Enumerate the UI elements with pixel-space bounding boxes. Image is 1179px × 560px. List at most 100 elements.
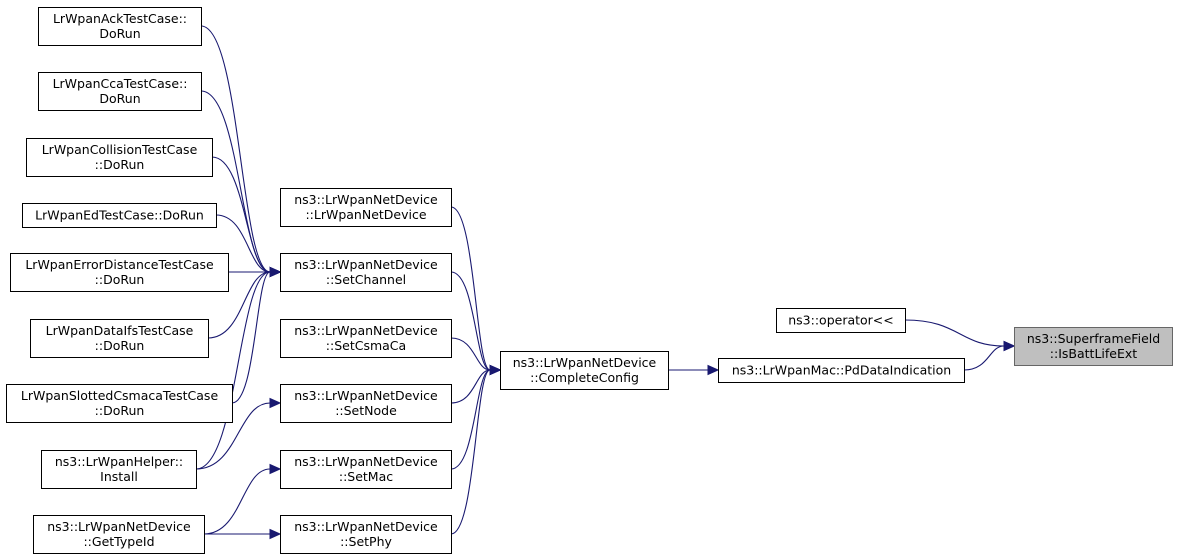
node-label-line: ::SetPhy — [340, 534, 392, 549]
node-label-line: ::SetCsmaCa — [326, 338, 406, 353]
node-setcsmaca[interactable]: ns3::LrWpanNetDevice::SetCsmaCa — [280, 319, 452, 358]
edge-cca-to-setchannel — [200, 90, 271, 273]
arrow-head-icon — [1003, 340, 1016, 352]
nodes-layer: LrWpanAckTestCase::DoRunLrWpanCcaTestCas… — [6, 7, 1173, 554]
arrow-head-icon — [269, 528, 282, 540]
node-label-line: ns3::LrWpanNetDevice — [294, 388, 438, 403]
edge-ack-to-setchannel — [200, 25, 271, 273]
node-label-line: ::SetMac — [339, 469, 393, 484]
node-box — [280, 188, 452, 227]
node-label-line: LrWpanCcaTestCase:: — [53, 76, 188, 91]
arrow-head-icon — [269, 266, 282, 278]
edge-dataifs-to-setchannel — [207, 271, 271, 339]
node-box — [10, 253, 229, 292]
node-setmac[interactable]: ns3::LrWpanNetDevice::SetMac — [280, 450, 452, 489]
node-setnode[interactable]: ns3::LrWpanNetDevice::SetNode — [280, 384, 452, 423]
edge-operator-to-battlife — [904, 319, 1005, 347]
node-collision[interactable]: LrWpanCollisionTestCase::DoRun — [26, 138, 213, 177]
node-setchannel[interactable]: ns3::LrWpanNetDevice::SetChannel — [280, 253, 452, 292]
node-box — [1014, 327, 1173, 366]
node-box — [33, 515, 205, 554]
node-label-line: ::CompleteConfig — [530, 370, 639, 385]
node-box — [280, 450, 452, 489]
node-box — [38, 7, 202, 46]
arrow-head-icon — [269, 397, 282, 409]
node-box — [500, 351, 669, 390]
node-box — [280, 253, 452, 292]
node-box — [30, 319, 209, 358]
node-setphy[interactable]: ns3::LrWpanNetDevice::SetPhy — [280, 515, 452, 554]
node-label-line: ::DoRun — [95, 272, 145, 287]
node-label-line: ::DoRun — [95, 157, 145, 172]
arrow-head-icon — [489, 364, 502, 376]
node-box — [26, 138, 213, 177]
edge-setmac-to-complete — [450, 369, 491, 470]
node-ack[interactable]: LrWpanAckTestCase::DoRun — [38, 7, 202, 46]
node-label-line: LrWpanSlottedCsmacaTestCase — [21, 388, 219, 403]
edge-ctor-to-complete — [450, 206, 491, 371]
node-ed[interactable]: LrWpanEdTestCase::DoRun — [22, 203, 217, 228]
node-box — [280, 384, 452, 423]
node-pddata[interactable]: ns3::LrWpanMac::PdDataIndication — [718, 358, 965, 383]
node-label-line: ns3::operator<< — [788, 313, 894, 328]
node-label-line: ns3::LrWpanNetDevice — [294, 257, 438, 272]
node-cca[interactable]: LrWpanCcaTestCase::DoRun — [38, 72, 202, 111]
node-label-line: ::DoRun — [95, 403, 145, 418]
edge-collision-to-setchannel — [211, 156, 271, 273]
edge-setcsmaca-to-complete — [450, 337, 491, 371]
node-battlife[interactable]: ns3::SuperframeField::IsBattLifeExt — [1014, 327, 1173, 366]
node-label-line: LrWpanErrorDistanceTestCase — [25, 257, 214, 272]
arrow-head-icon — [707, 364, 720, 376]
node-complete[interactable]: ns3::LrWpanNetDevice::CompleteConfig — [500, 351, 669, 390]
node-label-line: ns3::LrWpanNetDevice — [294, 454, 438, 469]
node-label-line: ::IsBattLifeExt — [1050, 346, 1137, 361]
node-label-line: ns3::LrWpanNetDevice — [513, 355, 657, 370]
node-label-line: ns3::LrWpanHelper:: — [55, 454, 183, 469]
node-box — [776, 308, 906, 333]
node-label-line: ::GetTypeId — [83, 534, 154, 549]
node-operator[interactable]: ns3::operator<< — [776, 308, 906, 333]
node-label-line: LrWpanAckTestCase:: — [53, 11, 187, 26]
edge-helper-to-setchannel — [195, 271, 271, 470]
node-dataifs[interactable]: LrWpanDataIfsTestCase::DoRun — [30, 319, 209, 358]
node-label-line: LrWpanDataIfsTestCase — [46, 323, 194, 338]
node-label-line: ns3::LrWpanNetDevice — [294, 519, 438, 534]
node-box — [22, 203, 217, 228]
node-label-line: ns3::LrWpanMac::PdDataIndication — [732, 363, 951, 378]
node-label-line: ::SetChannel — [326, 272, 406, 287]
node-label-line: ::LrWpanNetDevice — [305, 207, 426, 222]
node-box — [718, 358, 965, 383]
edge-typeid-to-setmac — [203, 468, 271, 535]
node-label-line: ns3::LrWpanNetDevice — [47, 519, 191, 534]
node-box — [280, 319, 452, 358]
node-label-line: ::SetNode — [335, 403, 397, 418]
node-label-line: ::DoRun — [95, 338, 145, 353]
node-ctor[interactable]: ns3::LrWpanNetDevice::LrWpanNetDevice — [280, 188, 452, 227]
node-label-line: ns3::SuperframeField — [1027, 331, 1160, 346]
node-label-line: DoRun — [99, 91, 140, 106]
node-helper[interactable]: ns3::LrWpanHelper::Install — [41, 450, 197, 489]
node-label-line: LrWpanCollisionTestCase — [42, 142, 198, 157]
edge-slotted-to-setchannel — [231, 271, 271, 404]
edge-ed-to-setchannel — [215, 214, 271, 273]
node-box — [41, 450, 197, 489]
edge-setnode-to-complete — [450, 369, 491, 404]
node-label-line: DoRun — [99, 26, 140, 41]
edge-helper-to-setnode — [195, 402, 271, 470]
node-label-line: ns3::LrWpanNetDevice — [294, 192, 438, 207]
node-label-line: ns3::LrWpanNetDevice — [294, 323, 438, 338]
edges-layer — [195, 25, 1016, 540]
edge-setphy-to-complete — [450, 369, 491, 535]
node-label-line: Install — [100, 469, 138, 484]
arrow-head-icon — [269, 463, 282, 475]
node-box — [6, 384, 233, 423]
edge-setchannel-to-complete — [450, 271, 491, 371]
node-errdist[interactable]: LrWpanErrorDistanceTestCase::DoRun — [10, 253, 229, 292]
node-box — [38, 72, 202, 111]
node-label-line: LrWpanEdTestCase::DoRun — [35, 208, 204, 223]
edge-pddata-to-battlife — [963, 345, 1005, 371]
node-slotted[interactable]: LrWpanSlottedCsmacaTestCase::DoRun — [6, 384, 233, 423]
node-typeid[interactable]: ns3::LrWpanNetDevice::GetTypeId — [33, 515, 205, 554]
node-box — [280, 515, 452, 554]
